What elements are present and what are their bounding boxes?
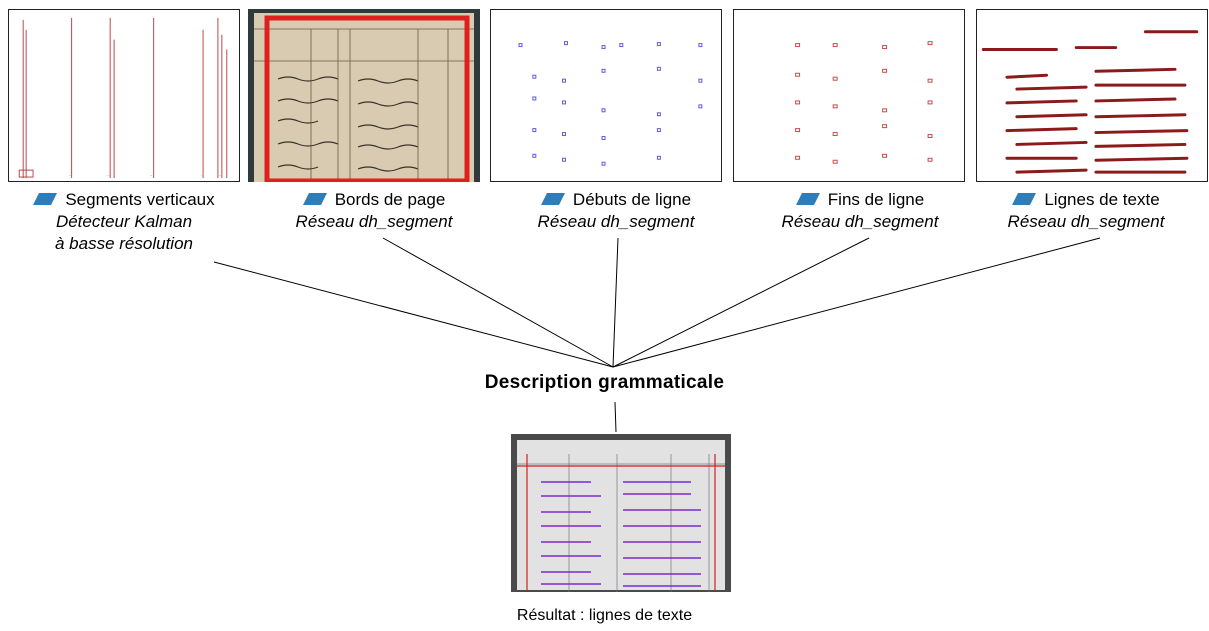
layer-icon bbox=[540, 193, 565, 205]
caption-method: Détecteur Kalman bbox=[55, 212, 193, 231]
svg-text:..: .. bbox=[219, 173, 222, 178]
caption-title: Segments verticaux bbox=[65, 190, 215, 209]
caption-line-ends: Fins de ligne Réseau dh_segment bbox=[740, 189, 980, 233]
connector-line bbox=[614, 401, 617, 433]
caption-text-lines: Lignes de texte Réseau dh_segment bbox=[966, 189, 1206, 233]
svg-text:..: .. bbox=[201, 173, 204, 178]
line-ends-thumbnail bbox=[733, 9, 965, 182]
line-starts-thumbnail bbox=[490, 9, 722, 182]
caption-title: Bords de page bbox=[334, 190, 446, 209]
result-caption: Résultat : lignes de texte bbox=[516, 607, 693, 624]
caption-method-line2: à basse résolution bbox=[55, 234, 193, 253]
page-borders-image bbox=[248, 9, 480, 182]
page-borders-thumbnail bbox=[248, 9, 480, 182]
connector-line bbox=[612, 237, 870, 368]
caption-title: Fins de ligne bbox=[827, 190, 925, 209]
line-ends-image bbox=[795, 41, 933, 164]
caption-title: Lignes de texte bbox=[1044, 190, 1160, 209]
text-lines-image bbox=[981, 30, 1199, 174]
line-starts-image bbox=[518, 41, 703, 166]
layer-icon bbox=[302, 193, 327, 205]
caption-line-starts: Débuts de ligne Réseau dh_segment bbox=[496, 189, 736, 233]
svg-text:..: .. bbox=[69, 173, 72, 178]
svg-text:..: .. bbox=[150, 173, 153, 178]
vertical-segments-thumbnail: ...... .... bbox=[8, 9, 240, 182]
connector-line bbox=[213, 261, 614, 368]
svg-text:..: .. bbox=[106, 173, 109, 178]
connector-line bbox=[612, 237, 619, 368]
connector-line bbox=[382, 237, 614, 368]
caption-page-borders: Bords de page Réseau dh_segment bbox=[254, 189, 494, 233]
caption-method: Réseau dh_segment bbox=[295, 212, 453, 231]
connector-line bbox=[612, 237, 1101, 368]
grammatical-description-title: Description grammaticale bbox=[484, 372, 725, 393]
caption-method: Réseau dh_segment bbox=[1007, 212, 1165, 231]
layer-icon bbox=[33, 193, 58, 205]
caption-vertical-segments: Segments verticaux Détecteur Kalman à ba… bbox=[4, 189, 244, 255]
result-thumbnail bbox=[511, 434, 731, 592]
vertical-segments-image: ...... .... bbox=[18, 17, 228, 178]
layer-icon bbox=[1012, 193, 1037, 205]
layer-icon bbox=[795, 193, 820, 205]
result-image bbox=[511, 434, 731, 592]
text-lines-thumbnail bbox=[976, 9, 1208, 182]
caption-method: Réseau dh_segment bbox=[537, 212, 695, 231]
caption-title: Débuts de ligne bbox=[572, 190, 692, 209]
caption-method: Réseau dh_segment bbox=[781, 212, 939, 231]
